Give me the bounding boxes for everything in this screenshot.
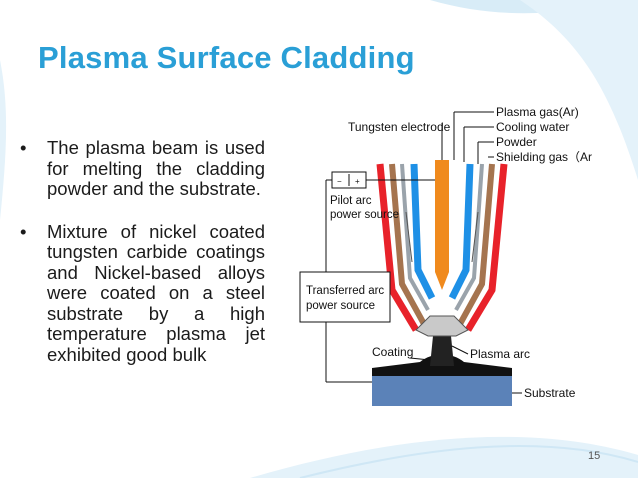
swoosh-top-right-band <box>520 0 638 180</box>
bullet-text: Mixture of nickel coated tungsten carbid… <box>47 220 265 365</box>
tungsten-electrode-rod <box>435 160 449 290</box>
powder-wall-left <box>389 163 427 326</box>
slide-title: Plasma Surface Cladding <box>38 40 415 75</box>
label-plasma-arc: Plasma arc <box>470 347 530 361</box>
plasma-nozzle-left <box>410 163 436 300</box>
plasma-nozzle-right <box>448 163 474 300</box>
bullet-glyph: • <box>20 137 27 158</box>
bullet-glyph: • <box>20 220 27 242</box>
bullet-list: • The plasma beam is used for melting th… <box>20 137 265 366</box>
powder-wall-right <box>457 163 495 326</box>
plasma-torch-diagram: Tungsten electrode Plasma gas(Ar) Coolin… <box>299 105 592 406</box>
swoosh-left-band <box>0 60 7 220</box>
label-tungsten-electrode: Tungsten electrode <box>348 120 451 134</box>
bullet-item: • The plasma beam is used for melting th… <box>20 137 265 200</box>
powder-arrow-left <box>405 211 413 263</box>
label-pilot-arc: Pilot arc <box>330 195 372 207</box>
label-power-source-1: power source <box>330 209 399 221</box>
label-minus: − <box>337 177 342 186</box>
label-substrate: Substrate <box>524 386 576 400</box>
label-powder: Powder <box>496 135 537 149</box>
shield-nozzle-right <box>464 163 508 332</box>
label-cooling-water: Cooling water <box>496 120 569 134</box>
label-plasma-gas: Plasma gas(Ar) <box>496 105 579 119</box>
leader-coating <box>409 357 431 361</box>
cooling-channel-left <box>400 163 430 311</box>
cooling-channel-right <box>454 163 484 311</box>
label-plus: + <box>355 177 360 186</box>
swoosh-bottom-line <box>299 444 638 478</box>
bullet-text: The plasma beam is used for melting the … <box>47 137 265 199</box>
label-transferred-arc: Transferred arc <box>306 285 384 297</box>
leader-plasma-arc <box>451 345 469 355</box>
nozzle-tip <box>415 315 469 337</box>
swoosh-bottom-band <box>250 436 638 478</box>
shield-nozzle-left <box>376 163 420 332</box>
bullet-item: • Mixture of nickel coated tungsten carb… <box>20 220 265 366</box>
label-coating: Coating <box>372 345 413 359</box>
powder-arrow-right <box>471 211 479 263</box>
label-shielding-gas: Shielding gas（Ar） <box>496 150 592 164</box>
label-power-source-2: power source <box>306 300 375 312</box>
transferred-arc-box <box>299 271 391 323</box>
page-number: 15 <box>588 450 601 462</box>
